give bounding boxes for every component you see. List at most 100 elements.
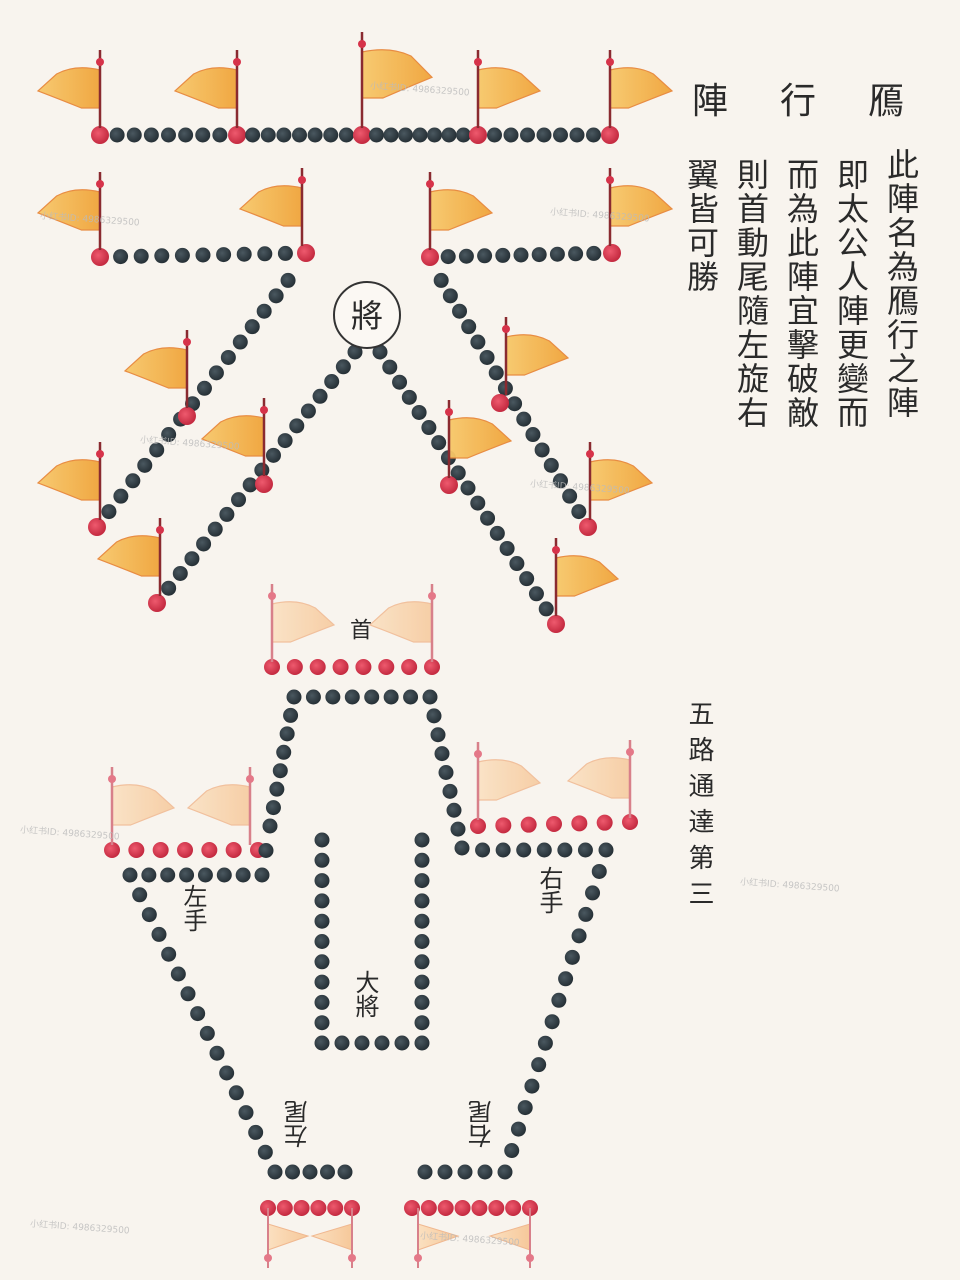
troop-dot <box>516 411 532 427</box>
label-left-hand: 左手 <box>179 884 207 932</box>
troop-dot <box>487 127 502 143</box>
troop-dot <box>254 462 270 478</box>
troop-dot <box>437 1164 453 1180</box>
officer-dot <box>152 842 169 858</box>
troop-dot <box>197 867 213 883</box>
troop-dot <box>161 427 177 443</box>
description-column: 此陣名為鴈行之陣 <box>882 148 920 420</box>
troop-dot <box>442 288 458 304</box>
troop-dot <box>417 1164 433 1180</box>
officer-dot <box>471 1200 488 1216</box>
officer-dot <box>327 1200 344 1216</box>
troop-dot <box>180 986 196 1002</box>
troop-dot <box>314 934 330 949</box>
troop-dot <box>489 525 505 541</box>
troop-dot <box>265 800 281 816</box>
formation-title: 陣行鴈 <box>666 72 930 124</box>
officer-dot <box>177 842 193 858</box>
banner-flag-icon <box>566 740 634 818</box>
troop-dot <box>286 689 302 705</box>
troop-dot <box>531 1057 547 1073</box>
troop-dot <box>382 359 398 375</box>
troop-dot <box>305 689 321 705</box>
troop-dot <box>538 601 554 617</box>
troop-dot <box>196 380 212 396</box>
banner-flag-icon <box>368 584 436 662</box>
troop-dot <box>269 781 285 797</box>
banner-flag-icon <box>474 50 542 128</box>
troop-dot <box>531 247 547 263</box>
troop-dot <box>520 127 535 143</box>
officer-dot <box>505 1200 522 1216</box>
officer-dot <box>353 126 371 144</box>
troop-dot <box>383 689 399 705</box>
troop-dot <box>220 349 236 365</box>
troop-dot <box>141 867 157 883</box>
lower-caption: 五路通達第三 <box>684 700 714 916</box>
troop-dot <box>446 802 462 818</box>
troop-dot <box>161 580 177 596</box>
banner-flag-icon <box>474 742 542 820</box>
title-char: 鴈 <box>867 81 904 122</box>
troop-dot <box>553 127 568 143</box>
troop-dot <box>585 885 601 901</box>
troop-dot <box>272 763 288 779</box>
officer-dot <box>579 518 597 536</box>
officer-dot <box>596 814 613 831</box>
troop-dot <box>312 388 328 404</box>
troop-dot <box>456 127 471 143</box>
troop-dot <box>488 365 504 381</box>
troop-dot <box>460 480 476 496</box>
troop-dot <box>172 565 188 581</box>
officer-dot <box>355 659 372 675</box>
officer-dot <box>547 615 565 633</box>
troop-dot <box>320 1164 335 1180</box>
troop-dot <box>178 127 194 143</box>
officer-dot <box>225 842 242 858</box>
troop-dot <box>534 442 550 458</box>
troop-dot <box>289 418 305 434</box>
troop-dot <box>258 843 274 858</box>
troop-dot <box>122 867 138 883</box>
title-char: 行 <box>779 81 816 122</box>
troop-dot <box>314 913 330 929</box>
officer-dot <box>310 1200 327 1216</box>
troop-dot <box>207 521 223 537</box>
label-head: 首 <box>346 618 371 640</box>
troop-dot <box>174 247 190 263</box>
troop-dot <box>477 1164 493 1180</box>
officer-dot <box>420 1200 437 1216</box>
banner-flag-icon <box>96 518 164 596</box>
banner-flag-icon <box>36 172 104 250</box>
troop-dot <box>149 442 165 458</box>
officer-dot <box>401 659 418 675</box>
troop-dot <box>374 1035 390 1051</box>
troop-dot <box>125 473 141 489</box>
troop-dot <box>507 396 523 412</box>
troop-dot <box>398 127 413 143</box>
troop-dot <box>475 842 491 858</box>
troop-dot <box>307 127 323 143</box>
troop-dot <box>216 247 232 263</box>
troop-dot <box>510 1121 526 1137</box>
officer-dot <box>454 1200 471 1216</box>
troop-dot <box>450 465 466 481</box>
troop-dot <box>195 127 211 143</box>
troop-dot <box>414 934 430 949</box>
troop-dot <box>314 1015 330 1031</box>
troop-dot <box>302 1164 318 1180</box>
troop-dot <box>248 1124 264 1140</box>
troop-dot <box>161 127 176 143</box>
troop-dot <box>184 551 200 567</box>
troop-dot <box>231 492 247 508</box>
troop-dot <box>133 248 149 264</box>
troop-dot <box>403 689 419 705</box>
troop-dot <box>314 974 330 990</box>
troop-dot <box>160 867 176 883</box>
troop-dot <box>101 504 117 520</box>
troop-dot <box>586 245 602 261</box>
troop-dot <box>325 689 341 705</box>
troop-dot <box>190 1006 206 1022</box>
troop-dot <box>369 127 384 143</box>
officer-dot <box>520 816 537 833</box>
